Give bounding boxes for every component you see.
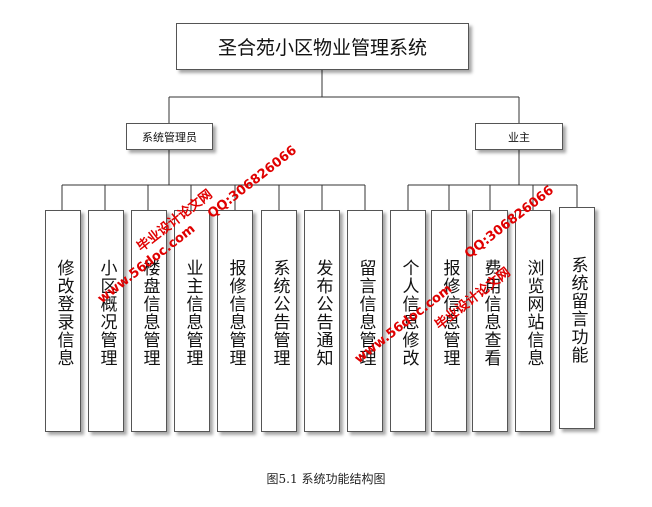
leaf-label: 个人信息修改 bbox=[398, 259, 419, 367]
leaf-node: 浏览网站信息 bbox=[515, 210, 551, 432]
leaf-label: 系统公告管理 bbox=[269, 259, 290, 367]
leaf-node: 留言信息管理 bbox=[347, 210, 383, 432]
leaf-node: 个人信息修改 bbox=[390, 210, 426, 432]
leaf-label: 小区概况管理 bbox=[96, 259, 117, 367]
leaf-node: 小区概况管理 bbox=[88, 210, 124, 432]
figure-caption: 图5.1 系统功能结构图 bbox=[266, 472, 386, 486]
leaf-label: 楼盘信息管理 bbox=[139, 259, 160, 367]
leaf-node: 费用信息查看 bbox=[472, 210, 508, 432]
leaf-label: 系统留言功能 bbox=[567, 256, 588, 364]
leaf-label: 浏览网站信息 bbox=[523, 259, 544, 367]
root-node: 圣合苑小区物业管理系统 bbox=[176, 23, 469, 70]
leaf-node: 修改登录信息 bbox=[45, 210, 81, 432]
leaf-label: 发布公告通知 bbox=[312, 259, 333, 367]
leaf-node: 业主信息管理 bbox=[174, 210, 210, 432]
leaf-label: 费用信息查看 bbox=[480, 259, 501, 367]
leaf-node: 报修信息管理 bbox=[431, 210, 467, 432]
leaf-node: 报修信息管理 bbox=[217, 210, 253, 432]
group-node-admin: 系统管理员 bbox=[126, 123, 213, 150]
leaf-label: 留言信息管理 bbox=[355, 259, 376, 367]
leaf-label: 修改登录信息 bbox=[53, 259, 74, 367]
group-node-owner: 业主 bbox=[475, 123, 563, 150]
root-label: 圣合苑小区物业管理系统 bbox=[217, 37, 427, 59]
leaf-label: 报修信息管理 bbox=[439, 259, 460, 367]
leaf-node: 楼盘信息管理 bbox=[131, 210, 167, 432]
leaf-node: 发布公告通知 bbox=[304, 210, 340, 432]
leaf-node: 系统公告管理 bbox=[261, 210, 297, 432]
group-label-admin: 系统管理员 bbox=[142, 130, 197, 144]
leaf-label: 业主信息管理 bbox=[182, 259, 203, 367]
group-label-owner: 业主 bbox=[508, 130, 530, 144]
leaf-node: 系统留言功能 bbox=[559, 207, 595, 429]
leaf-label: 报修信息管理 bbox=[225, 259, 246, 367]
